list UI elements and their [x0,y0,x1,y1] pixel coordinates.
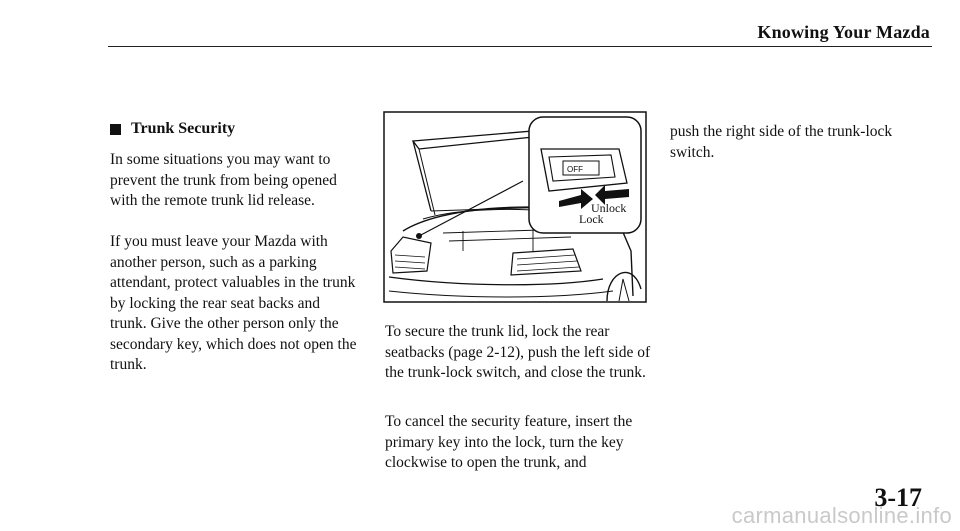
paragraph-secure-trunk: To secure the trunk lid, lock the rear s… [385,323,651,381]
switch-off-label: OFF [567,165,583,174]
paragraph-push-right: push the right side of the trunk-lock sw… [670,123,893,161]
trunk-lock-illustration: OFF Unlock Lock [383,111,647,303]
header-rule [108,46,932,47]
bullet-square-icon [110,123,121,135]
lock-label: Lock [579,212,604,226]
watermark: carmanualsonline.info [731,503,952,528]
paragraph-remote-release: In some situations you may want to preve… [110,151,337,209]
paragraph-cancel-security: To cancel the security feature, insert t… [385,413,633,471]
trunk-lock-figure: OFF Unlock Lock [383,111,647,303]
page-header-title: Knowing Your Mazda [757,22,930,42]
section-heading-text: Trunk Security [131,120,236,137]
section-heading: Trunk Security [110,120,235,138]
paragraph-parking-attendant: If you must leave your Mazda with anothe… [110,233,357,373]
unlock-label: Unlock [591,201,626,215]
page-number: 3-17 [874,483,922,512]
